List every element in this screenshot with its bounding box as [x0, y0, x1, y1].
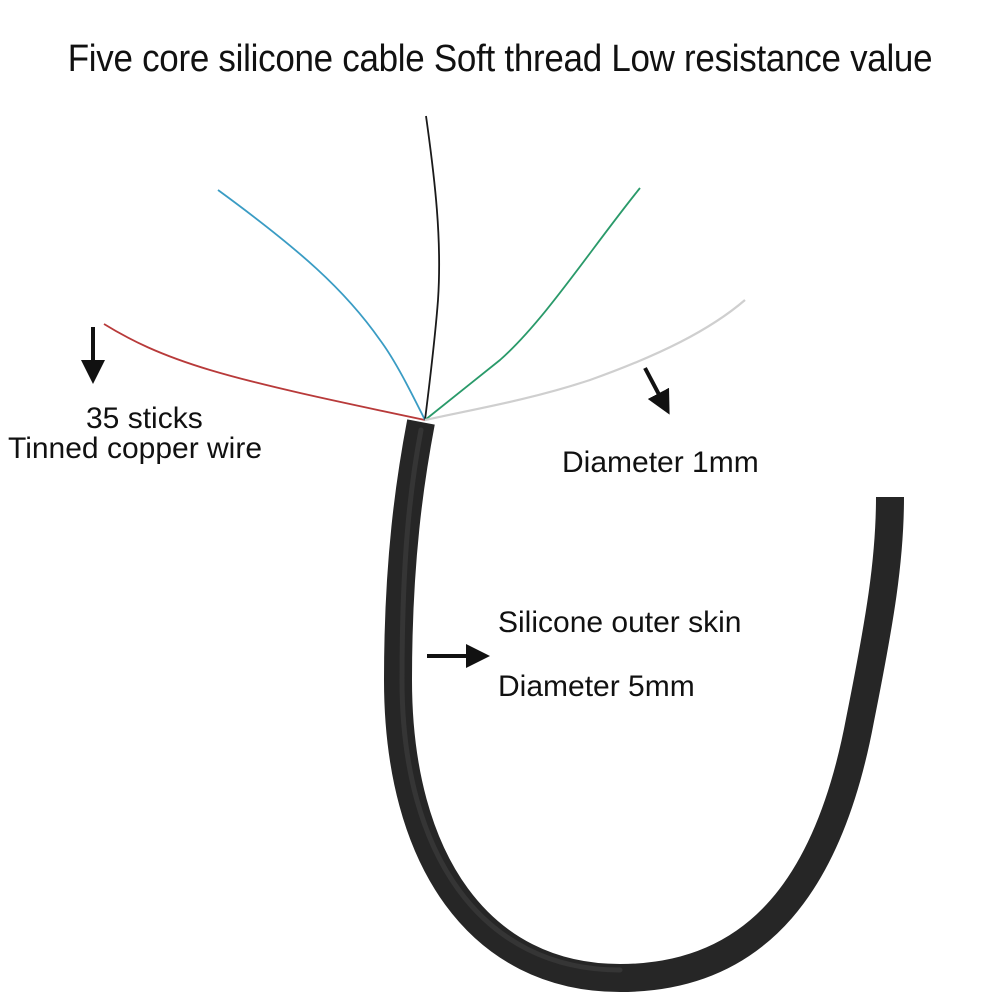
- cable-jacket-highlight: [399, 427, 623, 973]
- jacket-material-label: Silicone outer skin: [498, 606, 742, 639]
- blue-core-wire: [217, 189, 426, 421]
- cable-jacket: [383, 419, 904, 993]
- red-core-wire: [103, 323, 426, 421]
- jacket-diameter-label: Diameter 5mm: [498, 670, 695, 703]
- core-diameter-label: Diameter 1mm: [562, 446, 759, 479]
- core-diameter-arrow-icon: [643, 367, 670, 415]
- black-core-wire: [424, 115, 441, 421]
- green-core-wire: [424, 187, 641, 421]
- white-core-wire: [424, 299, 746, 422]
- strands-material-label: Tinned copper wire: [8, 432, 263, 465]
- strands-count-label: 35 sticks: [86, 402, 203, 435]
- page-title: Five core silicone cable Soft thread Low…: [67, 38, 933, 80]
